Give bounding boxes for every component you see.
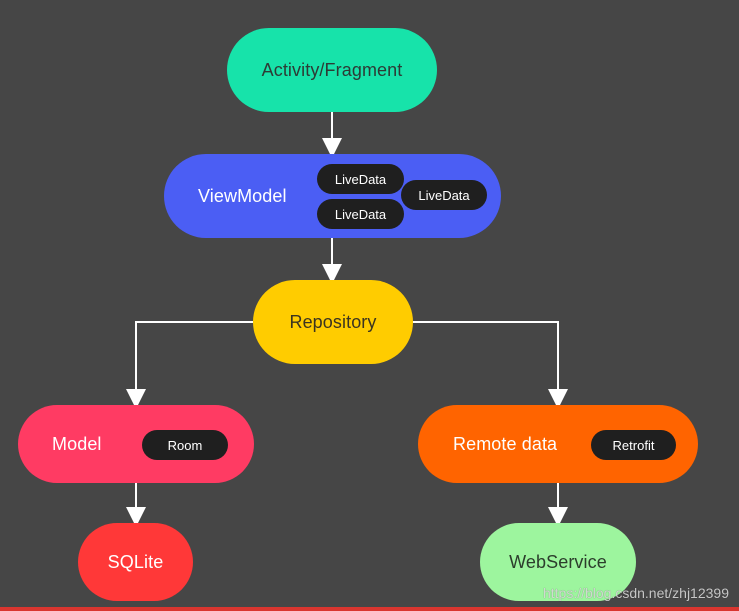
repository-label: Repository [289,311,377,332]
livedata-chip: LiveData [401,180,487,210]
model-label: Model [52,433,102,454]
watermark-url: https://blog.csdn.net/zhj12399 [542,585,729,601]
repository-node: Repository [253,280,413,364]
activity-fragment-node: Activity/Fragment [227,28,437,112]
livedata-chip-label: LiveData [418,187,470,203]
webservice-label: WebService [509,551,607,572]
webservice-node: WebService [480,523,636,601]
sqlite-node: SQLite [78,523,193,601]
sqlite-label: SQLite [107,551,164,572]
livedata-chip: LiveData [317,199,404,229]
remote-data-label: Remote data [453,433,558,454]
room-chip-label: Room [167,437,203,453]
bottom-rule [0,607,739,611]
livedata-chip-label: LiveData [334,206,387,222]
connector-repository-to-remote [413,321,568,409]
retrofit-chip: Retrofit [591,430,676,460]
viewmodel-label: ViewModel [198,185,287,206]
activity-fragment-label: Activity/Fragment [261,59,403,80]
retrofit-chip-label: Retrofit [612,437,655,453]
connector-repository-to-model [126,321,253,409]
livedata-chip-label: LiveData [334,171,387,187]
room-chip: Room [142,430,228,460]
livedata-chip: LiveData [317,164,404,194]
